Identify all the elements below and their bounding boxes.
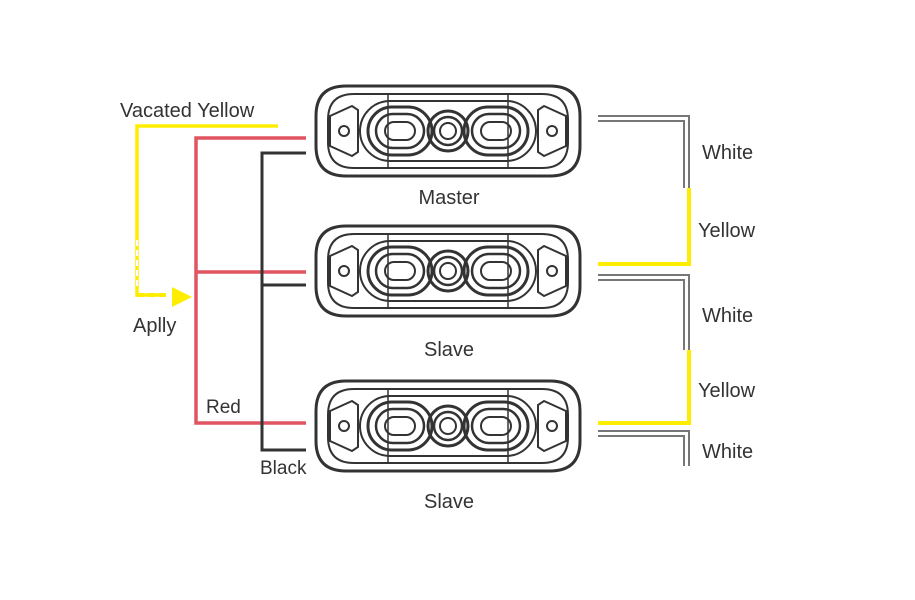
- master-label: Master: [418, 187, 479, 209]
- right-wiring: [598, 115, 691, 466]
- light-unit-slave-2: [314, 379, 582, 473]
- slave-label-2: Slave: [424, 491, 474, 513]
- white-wire-label-3: White: [702, 441, 753, 463]
- red-label: Red: [206, 397, 241, 418]
- white-wire-label-1: White: [702, 142, 753, 164]
- yellow-wire-label-1: Yellow: [698, 220, 756, 242]
- vacated-yellow-wire: [135, 124, 278, 307]
- light-unit-master: [314, 84, 582, 178]
- black-wire: [260, 151, 306, 452]
- white-wire-label-2: White: [702, 305, 753, 327]
- apply-arrow-icon: [172, 287, 192, 307]
- slave-label-1: Slave: [424, 339, 474, 361]
- apply-label: Aplly: [133, 315, 176, 337]
- red-wire: [194, 136, 306, 425]
- light-unit-slave-1: [314, 224, 582, 318]
- vacated-yellow-label: Vacated Yellow: [120, 100, 255, 122]
- yellow-wire-label-2: Yellow: [698, 380, 756, 402]
- black-label: Black: [260, 458, 307, 479]
